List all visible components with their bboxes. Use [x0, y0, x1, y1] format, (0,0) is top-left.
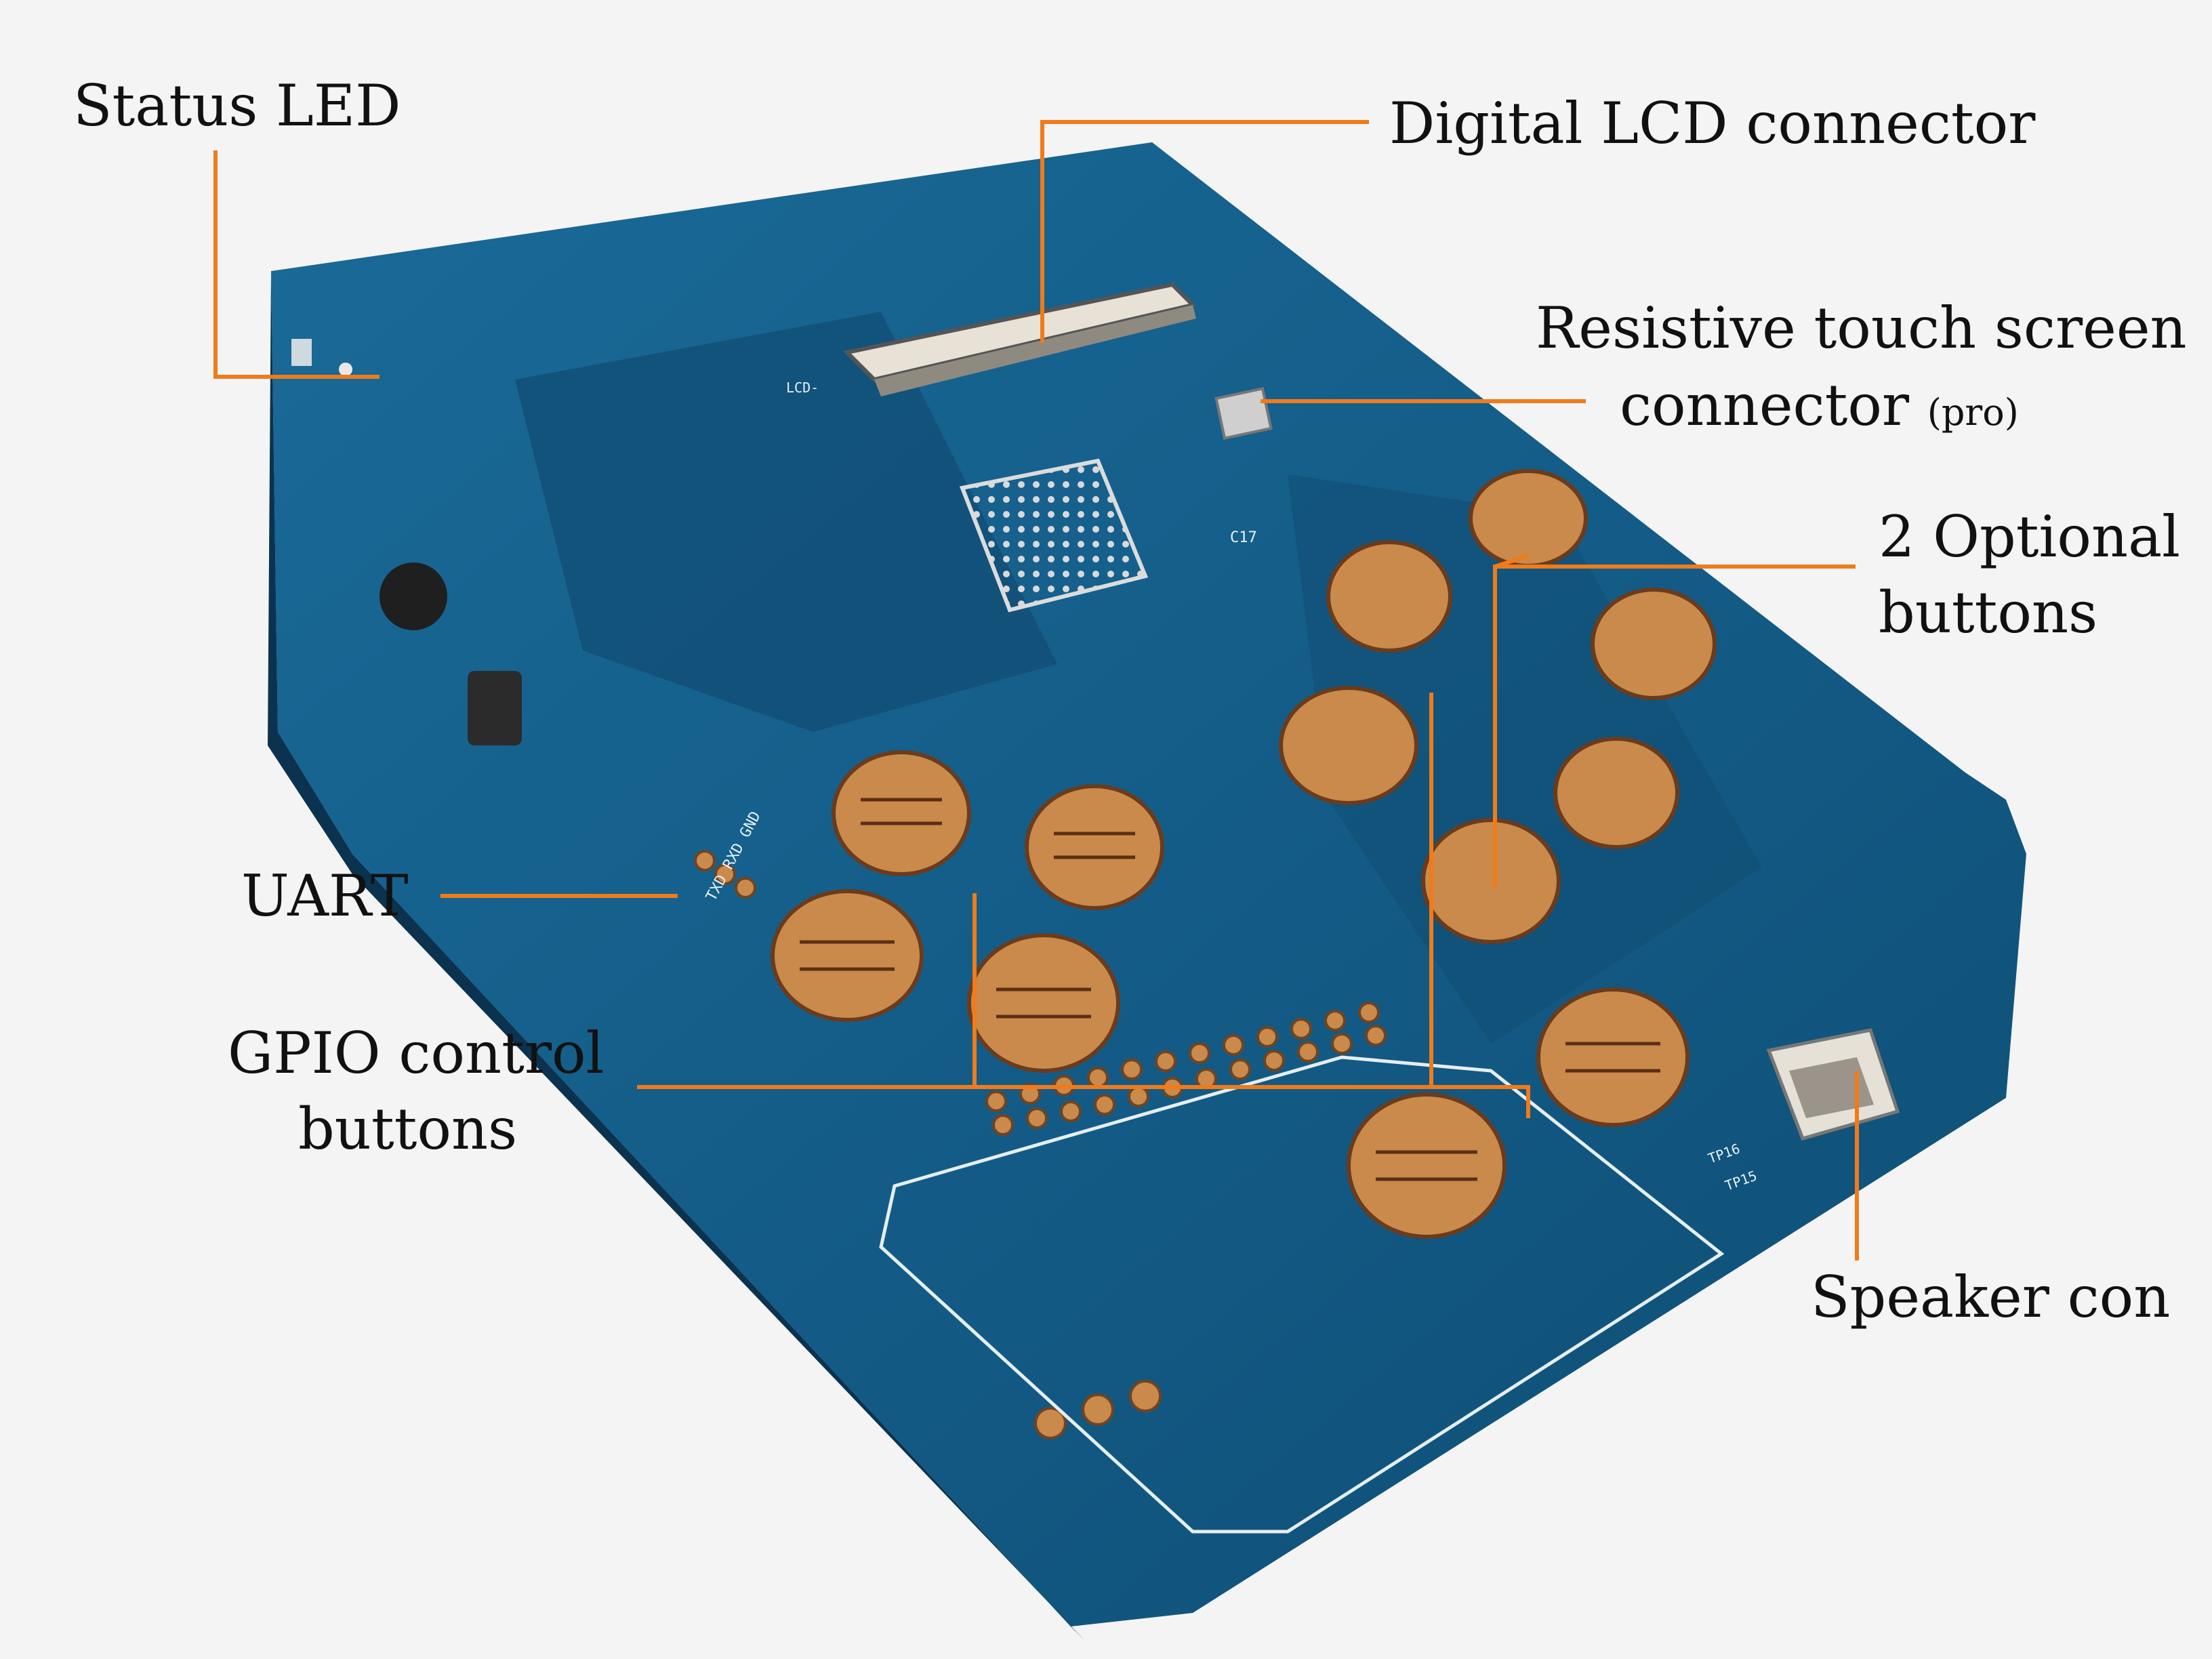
status-led-label: Status LED: [73, 73, 401, 139]
optional-buttons-callout: [1493, 565, 1856, 888]
touch-connector-label-word: connector: [1620, 372, 1910, 438]
touch-connector-label-line1: Resistive touch screen: [1536, 295, 2187, 361]
status-led-callout: [213, 150, 380, 379]
optional-buttons-label-line1: 2 Optional: [1879, 504, 2181, 570]
cpu-footprint: [959, 458, 1149, 613]
speaker-connector-shape: [1766, 1028, 1900, 1141]
gpio-callout: [637, 1085, 1530, 1118]
lcd-callout: [1040, 120, 1369, 343]
speaker-connector-label: Speaker con: [1811, 1264, 2171, 1330]
c17-silkscreen: C17: [1230, 529, 1257, 546]
lcd-connector-label: Digital LCD connector: [1389, 90, 2036, 157]
gpio-label-line1: GPIO control: [228, 1020, 605, 1086]
uart-label: UART: [241, 863, 409, 929]
optional-buttons-label-line2: buttons: [1879, 579, 2098, 646]
optional-buttons-callout-2: [1494, 554, 1530, 569]
lcd-connector-shape: [842, 282, 1197, 396]
touch-connector-pro-tag: (pro): [1927, 391, 2019, 434]
touch-pads: [771, 469, 1717, 1239]
lcd-silkscreen: LCD-: [786, 380, 819, 396]
gpio-label-line2: buttons: [298, 1096, 518, 1162]
touch-connector-label-line2: connector (pro): [1620, 370, 2019, 441]
